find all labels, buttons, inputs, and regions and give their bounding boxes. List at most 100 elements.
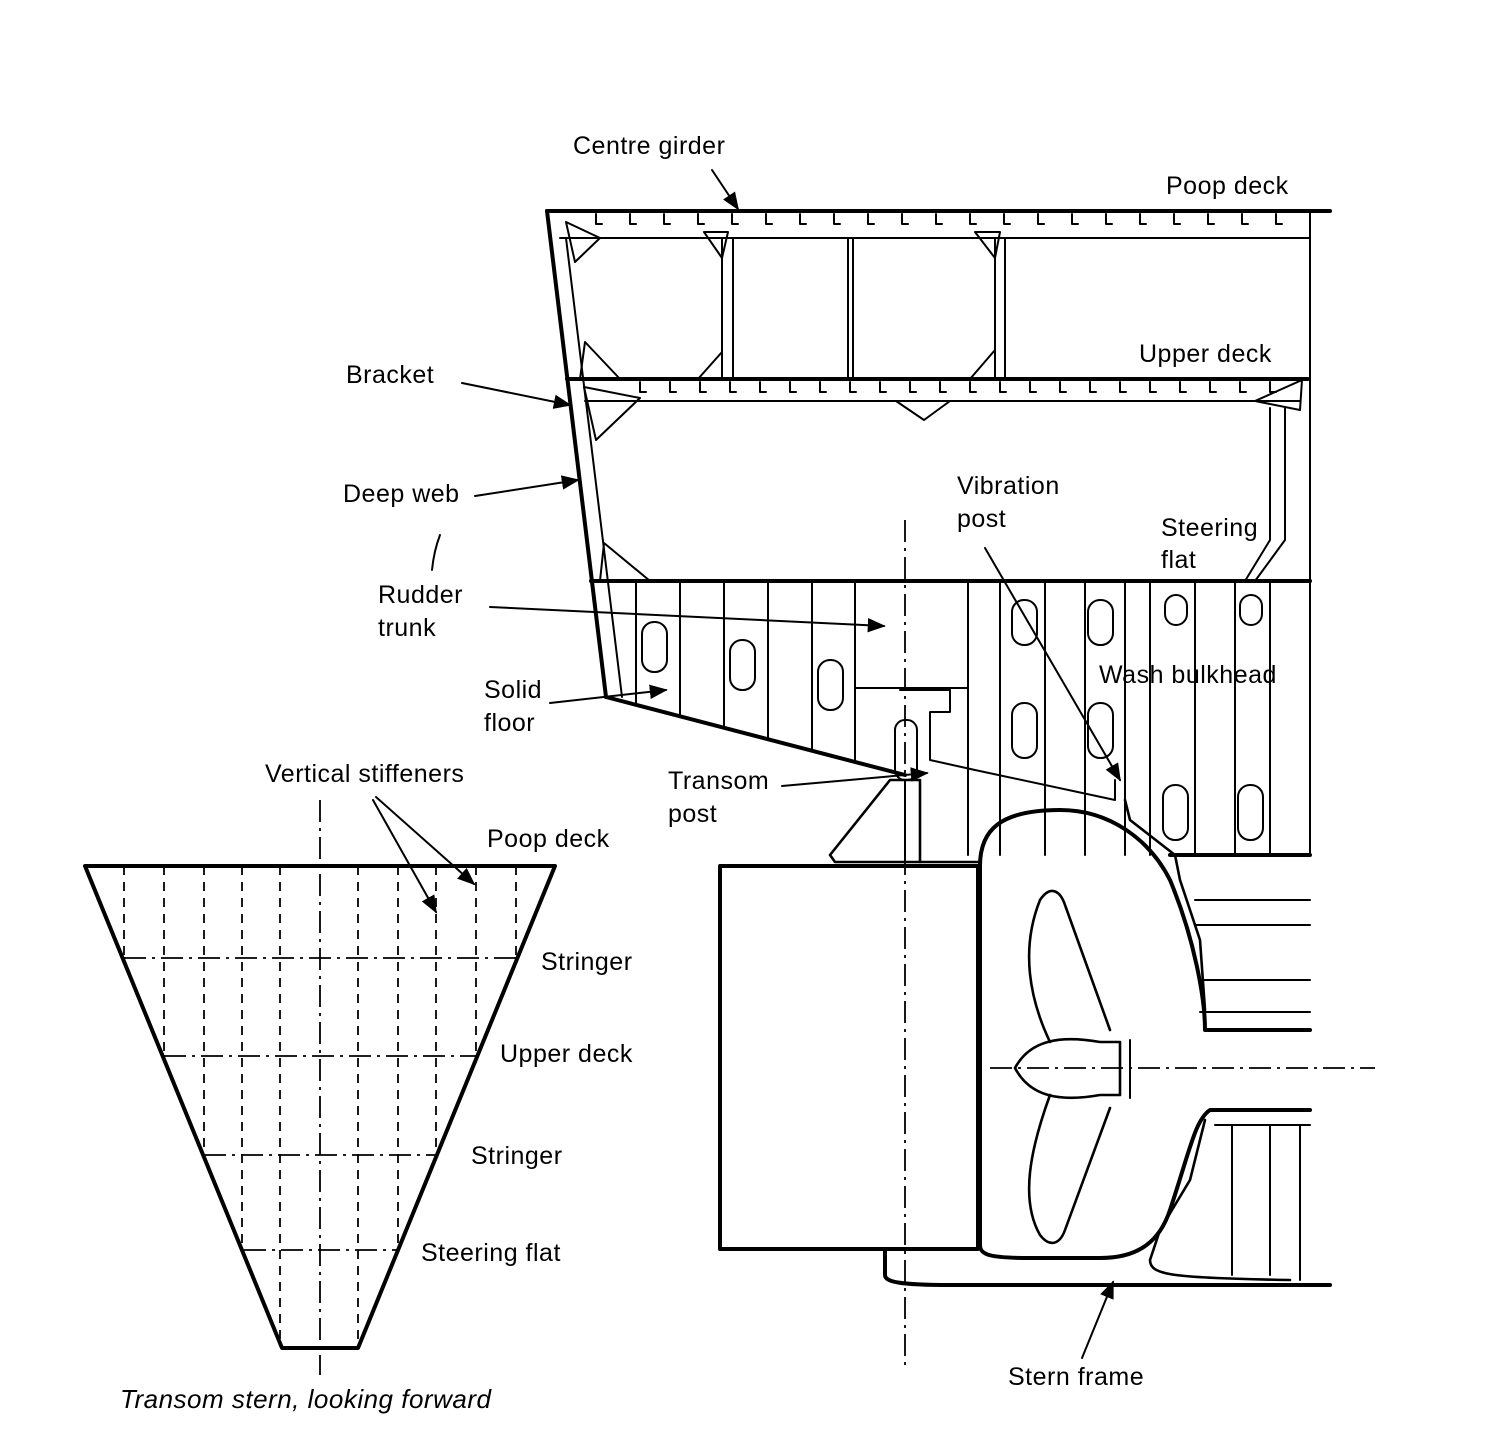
deck-stiffener-tick — [1209, 381, 1217, 393]
label-rudder-trunk-line1: Rudder — [378, 581, 463, 609]
label-transom-stringer-1: Stringer — [541, 948, 633, 976]
leader-transom-post — [781, 767, 929, 787]
deck-stiffener-tick — [969, 381, 977, 393]
lightening-hole — [1011, 702, 1038, 759]
leader-vibration-post — [984, 547, 1121, 782]
deck-stiffener-tick — [1105, 213, 1113, 225]
side-elevation — [545, 209, 1375, 1370]
sole-piece — [883, 1247, 1332, 1287]
leader-deep-web — [474, 475, 580, 497]
stern-frame-aperture — [978, 864, 1312, 1260]
deck-stiffener-tick — [1269, 381, 1277, 393]
deck-stiffener-tick — [867, 213, 875, 225]
floor-vertical-stiffeners — [635, 580, 1271, 856]
steering-flat-web — [1244, 407, 1271, 582]
leader-vertical-stiffener-1 — [372, 799, 437, 914]
deck-stiffener-tick — [799, 213, 807, 225]
bracket-shape — [969, 349, 996, 380]
deck-stiffener-tick — [833, 213, 841, 225]
label-vibration-post-line2: post — [957, 505, 1006, 533]
leader-bracket — [461, 382, 572, 409]
label-solid-floor-line2: floor — [484, 709, 535, 737]
lightening-hole — [1164, 594, 1188, 626]
leader-stray — [431, 534, 441, 571]
label-rudder-trunk-line2: trunk — [378, 614, 436, 642]
lightening-hole — [817, 659, 844, 711]
leader-solid-floor — [549, 684, 668, 704]
label-solid-floor-line1: Solid — [484, 676, 542, 704]
lightening-hole — [1239, 594, 1263, 626]
bracket-shape — [703, 231, 729, 259]
stern-frame-upper — [978, 808, 1312, 1032]
deck-stiffener-tick — [1139, 213, 1147, 225]
label-bracket: Bracket — [346, 361, 434, 389]
transom-leader-lines — [372, 796, 476, 914]
deck-stiffener-tick — [1241, 213, 1249, 225]
deck-stiffener-tick — [669, 381, 677, 393]
deck-stiffener-tick — [969, 213, 977, 225]
bracket-shape — [599, 542, 651, 582]
deck-stiffener-tick — [901, 213, 909, 225]
label-stern-frame: Stern frame — [1008, 1363, 1144, 1391]
deck-stiffener-tick — [729, 381, 737, 393]
deck-stiffener-tick — [1119, 381, 1127, 393]
label-wash-bulkhead: Wash bulkhead — [1099, 661, 1277, 689]
label-upper-deck: Upper deck — [1139, 340, 1272, 368]
bracket-shape — [974, 231, 1001, 259]
deck-stiffener-tick — [935, 213, 943, 225]
leader-stern-frame — [1081, 1280, 1114, 1359]
deck-stiffener-tick — [697, 213, 705, 225]
label-poop-deck: Poop deck — [1166, 172, 1289, 200]
lightening-hole — [1162, 784, 1189, 841]
lightening-hole — [729, 639, 756, 691]
label-transom-post-line1: Transom — [668, 767, 769, 795]
label-centre-girder: Centre girder — [573, 132, 725, 160]
deck-stiffener-tick — [1089, 381, 1097, 393]
label-vibration-post-line1: Vibration — [957, 472, 1060, 500]
deck-stiffener-tick — [1059, 381, 1067, 393]
leader-rudder-trunk — [489, 606, 886, 633]
transom-post — [828, 778, 922, 864]
label-transom-steering-flat: Steering flat — [421, 1239, 561, 1267]
deck-stiffener-tick — [699, 381, 707, 393]
label-transom-stringer-2: Stringer — [471, 1142, 563, 1170]
propeller-blade-lower — [1027, 1093, 1112, 1245]
lightening-hole — [1011, 599, 1038, 646]
transom-view — [83, 800, 557, 1375]
deck-stiffener-tick — [731, 213, 739, 225]
lightening-hole — [1087, 599, 1114, 646]
transom-vertical-stiffeners — [123, 866, 517, 1348]
deck-stiffener-tick — [1029, 381, 1037, 393]
stern-frame-fwd-lower — [1148, 1118, 1292, 1282]
centre-girder-bracket — [895, 400, 951, 421]
deck-stiffener-tick — [939, 381, 947, 393]
deck-stiffener-tick — [1037, 213, 1045, 225]
deck-stiffener-tick — [663, 213, 671, 225]
leader-lines — [431, 169, 1121, 1359]
label-transom-upper-deck: Upper deck — [500, 1040, 633, 1068]
deck-stiffener-tick — [789, 381, 797, 393]
bracket-shape — [583, 386, 641, 441]
rudder-stock-housing — [899, 689, 1116, 801]
deck-stiffener-tick — [1275, 213, 1283, 225]
steering-flat-web — [1254, 407, 1286, 582]
bracket-shape — [697, 351, 723, 380]
deck-stiffener-tick — [595, 213, 603, 225]
deck-stiffener-tick — [1003, 213, 1011, 225]
leader-centre-girder — [711, 169, 739, 211]
deck-stiffener-tick — [819, 381, 827, 393]
lightening-hole — [1087, 702, 1114, 759]
lightening-hole — [1237, 784, 1264, 841]
deck-stiffener-tick — [1173, 213, 1181, 225]
rudder-stock — [894, 719, 918, 781]
lightening-hole — [641, 621, 668, 673]
label-steering-flat-line2: flat — [1161, 546, 1196, 574]
label-transom-poop-deck: Poop deck — [487, 825, 610, 853]
deck-stiffener-tick — [1071, 213, 1079, 225]
deep-web-line — [565, 237, 623, 698]
leader-vertical-stiffener-2 — [375, 796, 476, 886]
deck-stiffener-tick — [765, 213, 773, 225]
propeller-blade-upper — [1027, 889, 1112, 1044]
